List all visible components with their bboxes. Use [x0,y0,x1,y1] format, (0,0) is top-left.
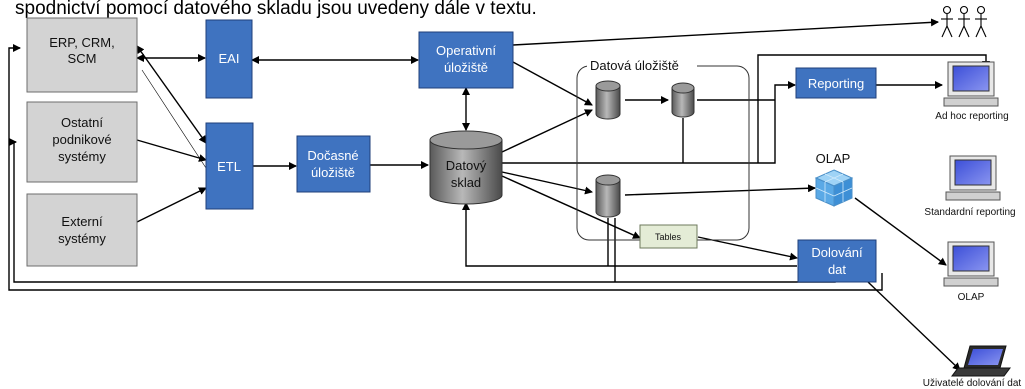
other-line-1: Ostatní [61,115,103,130]
reporting-label: Reporting [808,76,864,91]
adhoc-label: Ad hoc reporting [935,111,1008,122]
erp-line-2: SCM [68,51,97,66]
olap-computer-icon: OLAP [943,241,999,303]
erp-line-1: ERP, CRM, [49,35,115,50]
source-other-systems: Ostatní podnikové systémy [26,101,138,183]
olap-title: OLAP [816,151,851,166]
reporting-box: Reporting [795,67,877,99]
adhoc-computer-icon: Ad hoc reporting [935,61,1009,122]
operational-line-2: úložiště [444,60,488,75]
etl-box: ETL [205,122,254,210]
warehouse-line-2: sklad [451,175,481,190]
etl-label: ETL [217,159,241,174]
caption-text: spodnictví pomocí datového skladu jsou u… [15,0,537,19]
other-line-3: systémy [58,149,106,164]
source-erp: ERP, CRM, SCM [26,17,138,93]
other-line-2: podnikové [52,132,111,147]
data-stores-title: Datová úložiště [590,58,679,73]
source-external: Externí systémy [26,193,138,267]
external-line-1: Externí [61,214,103,229]
mining-line-2: dat [828,262,846,277]
stick-figures-icon [941,5,987,38]
data-stores-group: Datová úložiště Tables [576,58,750,249]
standard-label: Standardní reporting [924,207,1015,218]
datamart-cylinder-2 [671,82,695,118]
tables-label: Tables [655,232,682,242]
olap-user-label: OLAP [958,292,985,303]
staging-line-2: úložiště [311,165,355,180]
warehouse-line-1: Datový [446,158,487,173]
data-mining-box: Dolování dat [797,239,877,283]
datamart-cylinder-1 [595,80,621,120]
staging-box: Dočasné úložiště [296,135,371,193]
standard-computer-icon: Standardní reporting [924,155,1016,218]
mining-line-1: Dolování [811,245,863,260]
staging-line-1: Dočasné [307,148,358,163]
mining-user-label: Uživatelé dolování dat [923,378,1022,389]
operational-store-box: Operativní úložiště [418,31,514,89]
laptop-icon: Uživatelé dolování dat [923,345,1022,389]
eai-box: EAI [205,19,253,99]
external-line-2: systémy [58,231,106,246]
operational-line-1: Operativní [436,43,496,58]
data-warehouse-cylinder: Datový sklad [429,130,503,205]
olap-cube-icon: OLAP [814,151,854,207]
datamart-cylinder-3 [595,174,621,218]
tables-box: Tables [639,224,698,249]
eai-label: EAI [219,51,240,66]
